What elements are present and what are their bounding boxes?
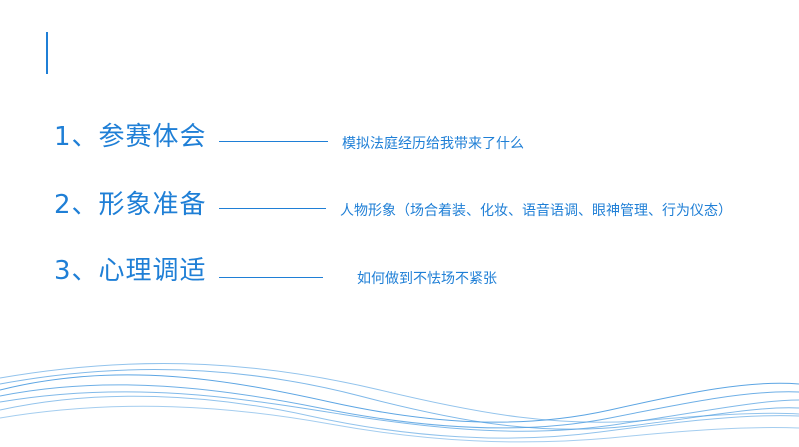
item-divider-1: [219, 141, 328, 142]
item-divider-2: [219, 208, 326, 209]
item-desc-2: 人物形象（场合着装、化妆、语音语调、眼神管理、行为仪态）: [340, 203, 732, 219]
item-title-2: 2、形象准备: [54, 190, 207, 220]
item-title-3: 3、心理调适: [54, 256, 207, 286]
item-desc-3: 如何做到不怯场不紧张: [357, 271, 497, 287]
item-divider-3: [219, 277, 323, 278]
title-accent-bar: [46, 32, 48, 74]
item-desc-1: 模拟法庭经历给我带来了什么: [342, 136, 524, 152]
decorative-wave-lines: [0, 363, 799, 443]
item-title-1: 1、参赛体会: [54, 122, 207, 152]
